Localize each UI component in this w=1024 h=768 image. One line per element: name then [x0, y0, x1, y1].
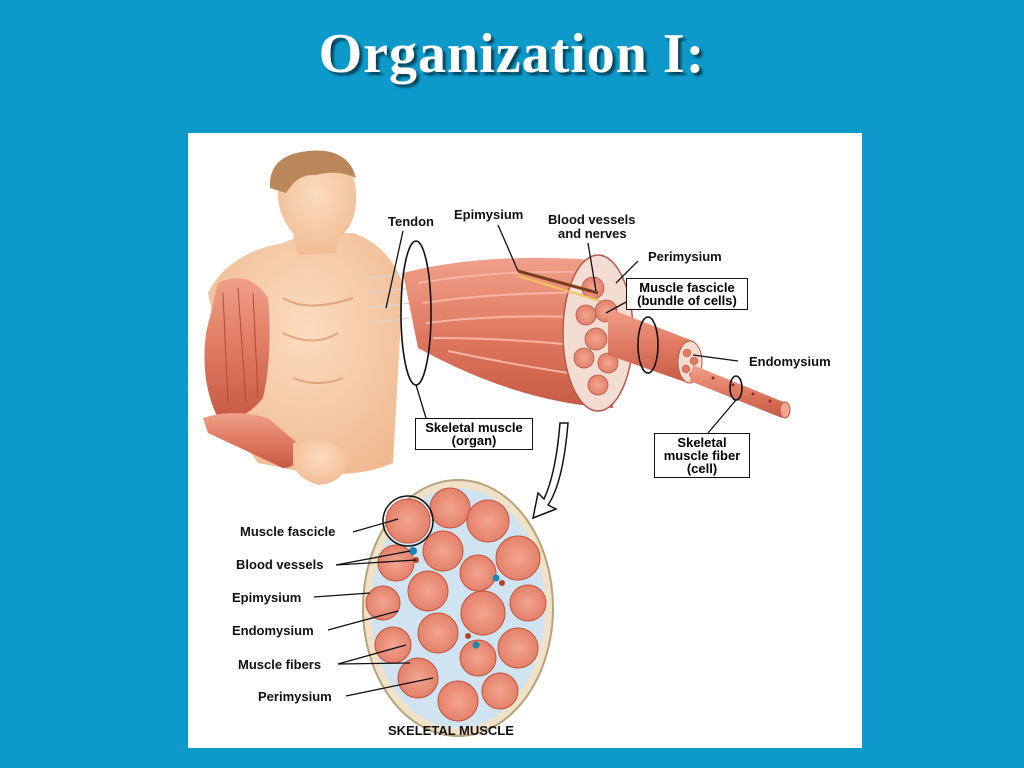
skeletal-muscle-organ — [403, 254, 634, 412]
muscle-diagram: Tendon Epimysium Blood vessels and nerve… — [188, 133, 862, 748]
leader-lines — [385, 224, 739, 434]
box-skeletal-muscle-line2: (organ) — [451, 433, 497, 448]
figure-caption: SKELETAL MUSCLE — [388, 723, 514, 738]
label-blood-vessels: Blood vessels — [236, 557, 324, 572]
cross-section — [362, 479, 554, 737]
label-muscle-fascicle: Muscle fascicle — [240, 524, 336, 539]
label-epimysium-top: Epimysium — [454, 207, 524, 222]
label-muscle-fibers: Muscle fibers — [238, 657, 322, 672]
arm-muscles — [203, 278, 348, 485]
label-tendon: Tendon — [388, 214, 434, 229]
muscle-fiber — [690, 365, 791, 419]
box-muscle-fascicle-line2: (bundle of cells) — [637, 293, 737, 308]
cross-section-leader-lines — [313, 518, 434, 697]
box-muscle-fascicle: Muscle fascicle (bundle of cells) — [626, 278, 748, 310]
box-skeletal-muscle-fiber: Skeletal muscle fiber (cell) — [654, 433, 750, 478]
box-skeletal-muscle-organ: Skeletal muscle (organ) — [415, 418, 533, 450]
label-blood-vessels-nerves-line2: and nerves — [558, 226, 627, 241]
label-epimysium: Epimysium — [232, 590, 302, 605]
box-fiber-line3: (cell) — [686, 461, 718, 476]
muscle-illustration — [203, 150, 791, 737]
label-perimysium: Perimysium — [258, 689, 332, 704]
label-endomysium: Endomysium — [232, 623, 314, 638]
box-muscle-fascicle-line1: Muscle fascicle — [639, 280, 735, 295]
slide-title: Organization I: — [318, 23, 706, 85]
box-skeletal-muscle-line1: Skeletal muscle — [425, 420, 523, 435]
box-fiber-line2: muscle fiber — [663, 448, 741, 463]
label-endomysium-top: Endomysium — [749, 354, 831, 369]
label-perimysium-top: Perimysium — [648, 249, 722, 264]
zoom-arrow — [531, 422, 569, 520]
box-fiber-line1: Skeletal — [677, 435, 727, 450]
label-blood-vessels-nerves-line1: Blood vessels — [548, 212, 636, 227]
